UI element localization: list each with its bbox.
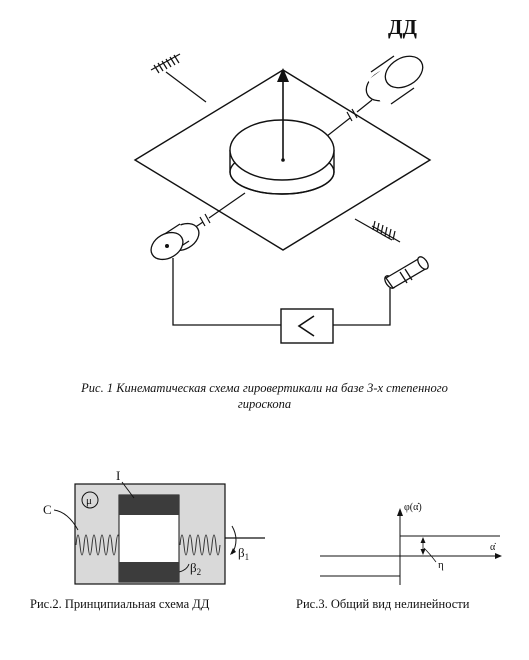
torque-motor xyxy=(150,222,200,261)
c-leader xyxy=(53,509,79,531)
phi-label: φ(α̇) xyxy=(404,502,422,513)
spin-axis-arrow xyxy=(277,68,289,162)
mu-label: μ xyxy=(86,495,92,507)
fixed-mount-right xyxy=(354,218,401,243)
beta2-label: β2 xyxy=(190,560,201,577)
dd-label: ДД xyxy=(388,15,417,39)
nonlinearity-plot: η φ(α̇) α̇ xyxy=(320,502,502,585)
damper-sensor-schematic: μ C I β1 β2 xyxy=(43,468,265,585)
gimbal-platform xyxy=(133,69,432,251)
gyro-vertical-kinematic-diagram: ДД xyxy=(133,15,432,344)
figure1-caption: Рис. 1 Кинематическая схема гировертикал… xyxy=(20,380,509,412)
figure1-caption-line1: Рис. 1 Кинематическая схема гировертикал… xyxy=(81,381,448,395)
feedback-loop xyxy=(172,258,391,326)
eta-leader xyxy=(423,547,437,563)
figure3-caption: Рис.3. Общий вид нелинейности xyxy=(296,597,470,611)
eta-label: η xyxy=(438,559,444,571)
inertial-mass xyxy=(118,494,180,583)
alpha-label: α̇ xyxy=(490,542,496,553)
c-label: C xyxy=(43,502,52,517)
angle-sensor xyxy=(384,256,429,289)
gyro-rotor xyxy=(229,119,335,195)
beta1-label: β1 xyxy=(238,545,249,562)
i-leader xyxy=(121,481,135,499)
damper-sensor-dd xyxy=(365,55,424,106)
figure2-caption: Рис.2. Принципиальная схема ДД xyxy=(30,597,210,611)
amplifier-block xyxy=(280,308,334,344)
mu-marker xyxy=(81,491,99,509)
fixed-mount-top-left xyxy=(150,53,207,103)
i-label: I xyxy=(116,468,120,483)
spring-right xyxy=(179,534,221,556)
beta2-leader xyxy=(178,563,190,573)
figure1-caption-line2: гироскопа xyxy=(237,397,292,411)
